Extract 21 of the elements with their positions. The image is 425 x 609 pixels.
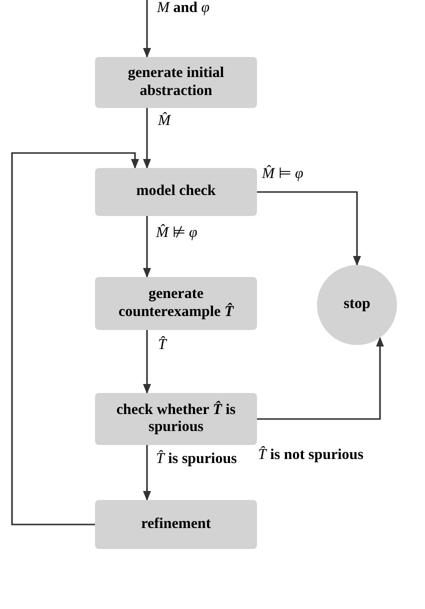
- arrow: [143, 108, 151, 169]
- arrow: [143, 330, 151, 394]
- process-box: generate initial abstraction: [95, 57, 257, 108]
- edge-label: T̂ is not spurious: [258, 447, 364, 464]
- arrow: [257, 191, 361, 266]
- terminal-circle: stop: [317, 265, 397, 345]
- process-box: check whether T̂ is spurious: [95, 393, 257, 445]
- arrow: [143, 216, 151, 278]
- arrow: [11, 152, 139, 526]
- edge-label: M̂ ⊨ φ: [262, 164, 304, 183]
- process-box: refinement: [95, 500, 257, 549]
- arrow: [143, 0, 151, 58]
- arrow: [257, 336, 384, 420]
- process-box: generate counterexample T̂: [95, 277, 257, 330]
- edge-label: T̂ is spurious: [156, 451, 237, 468]
- edge-label: M̂ ⊭ φ: [156, 223, 198, 242]
- arrow: [143, 445, 151, 501]
- edge-label: M and φ: [157, 0, 210, 17]
- process-box: model check: [95, 168, 257, 216]
- edge-label: M̂: [158, 113, 170, 130]
- edge-label: T̂: [158, 337, 166, 354]
